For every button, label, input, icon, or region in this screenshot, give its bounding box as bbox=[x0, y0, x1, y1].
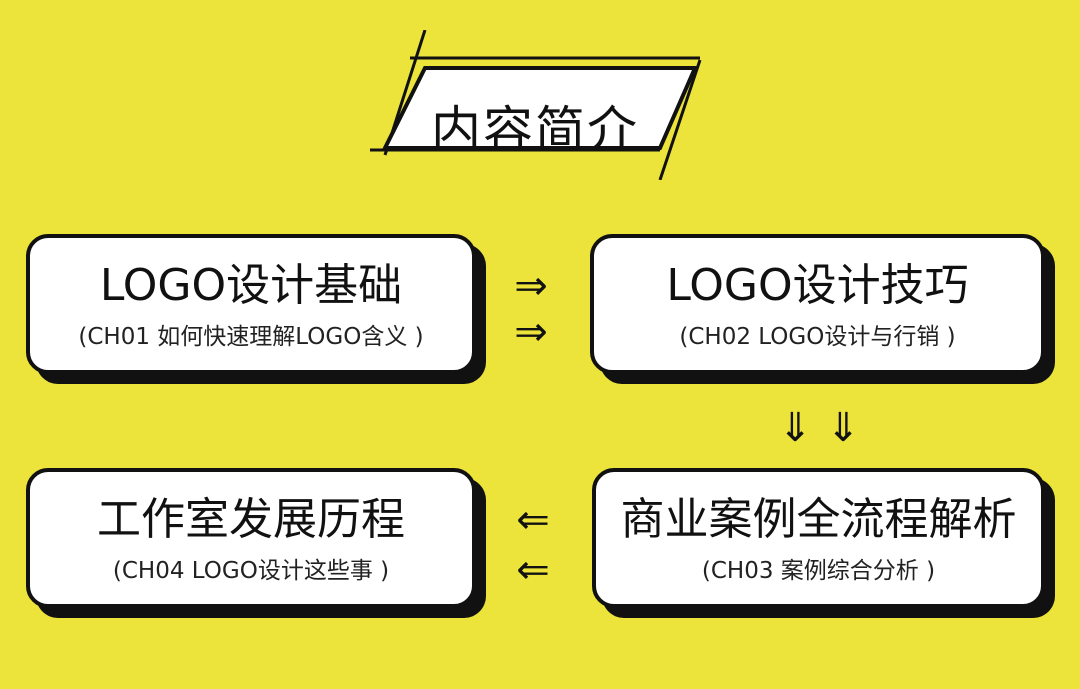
down-arrow-icon: ⇓ bbox=[778, 405, 812, 451]
chapter-title: 工作室发展历程 bbox=[97, 494, 405, 545]
title-banner: 内容简介 bbox=[355, 30, 715, 180]
chapter-title: LOGO设计技巧 bbox=[666, 260, 969, 311]
chapter-subtitle: (CH03 案例综合分析 ) bbox=[701, 558, 936, 584]
right-arrow-icon: ⇒ bbox=[514, 263, 548, 309]
chapter-subtitle: (CH02 LOGO设计与行销 ) bbox=[679, 324, 956, 350]
chapter-box-2: LOGO设计技巧 (CH02 LOGO设计与行销 ) bbox=[590, 234, 1045, 374]
chapter-box-3: 商业案例全流程解析 (CH03 案例综合分析 ) bbox=[592, 468, 1045, 608]
chapter-subtitle: (CH04 LOGO设计这些事 ) bbox=[112, 558, 390, 584]
chapter-title: LOGO设计基础 bbox=[99, 260, 403, 311]
chapter-title: 商业案例全流程解析 bbox=[620, 494, 1017, 545]
left-arrow-icon: ⇐ bbox=[516, 497, 550, 543]
right-arrow-icon: ⇒ bbox=[514, 309, 548, 355]
chapter-box-1: LOGO设计基础 (CH01 如何快速理解LOGO含义 ) bbox=[26, 234, 476, 374]
left-arrow-icon: ⇐ bbox=[516, 547, 550, 593]
chapter-box-4: 工作室发展历程 (CH04 LOGO设计这些事 ) bbox=[26, 468, 476, 608]
down-arrow-icon: ⇓ bbox=[826, 405, 860, 451]
page-title: 内容简介 bbox=[431, 101, 639, 159]
title-parallelogram bbox=[370, 30, 702, 180]
chapter-subtitle: (CH01 如何快速理解LOGO含义 ) bbox=[78, 324, 424, 350]
